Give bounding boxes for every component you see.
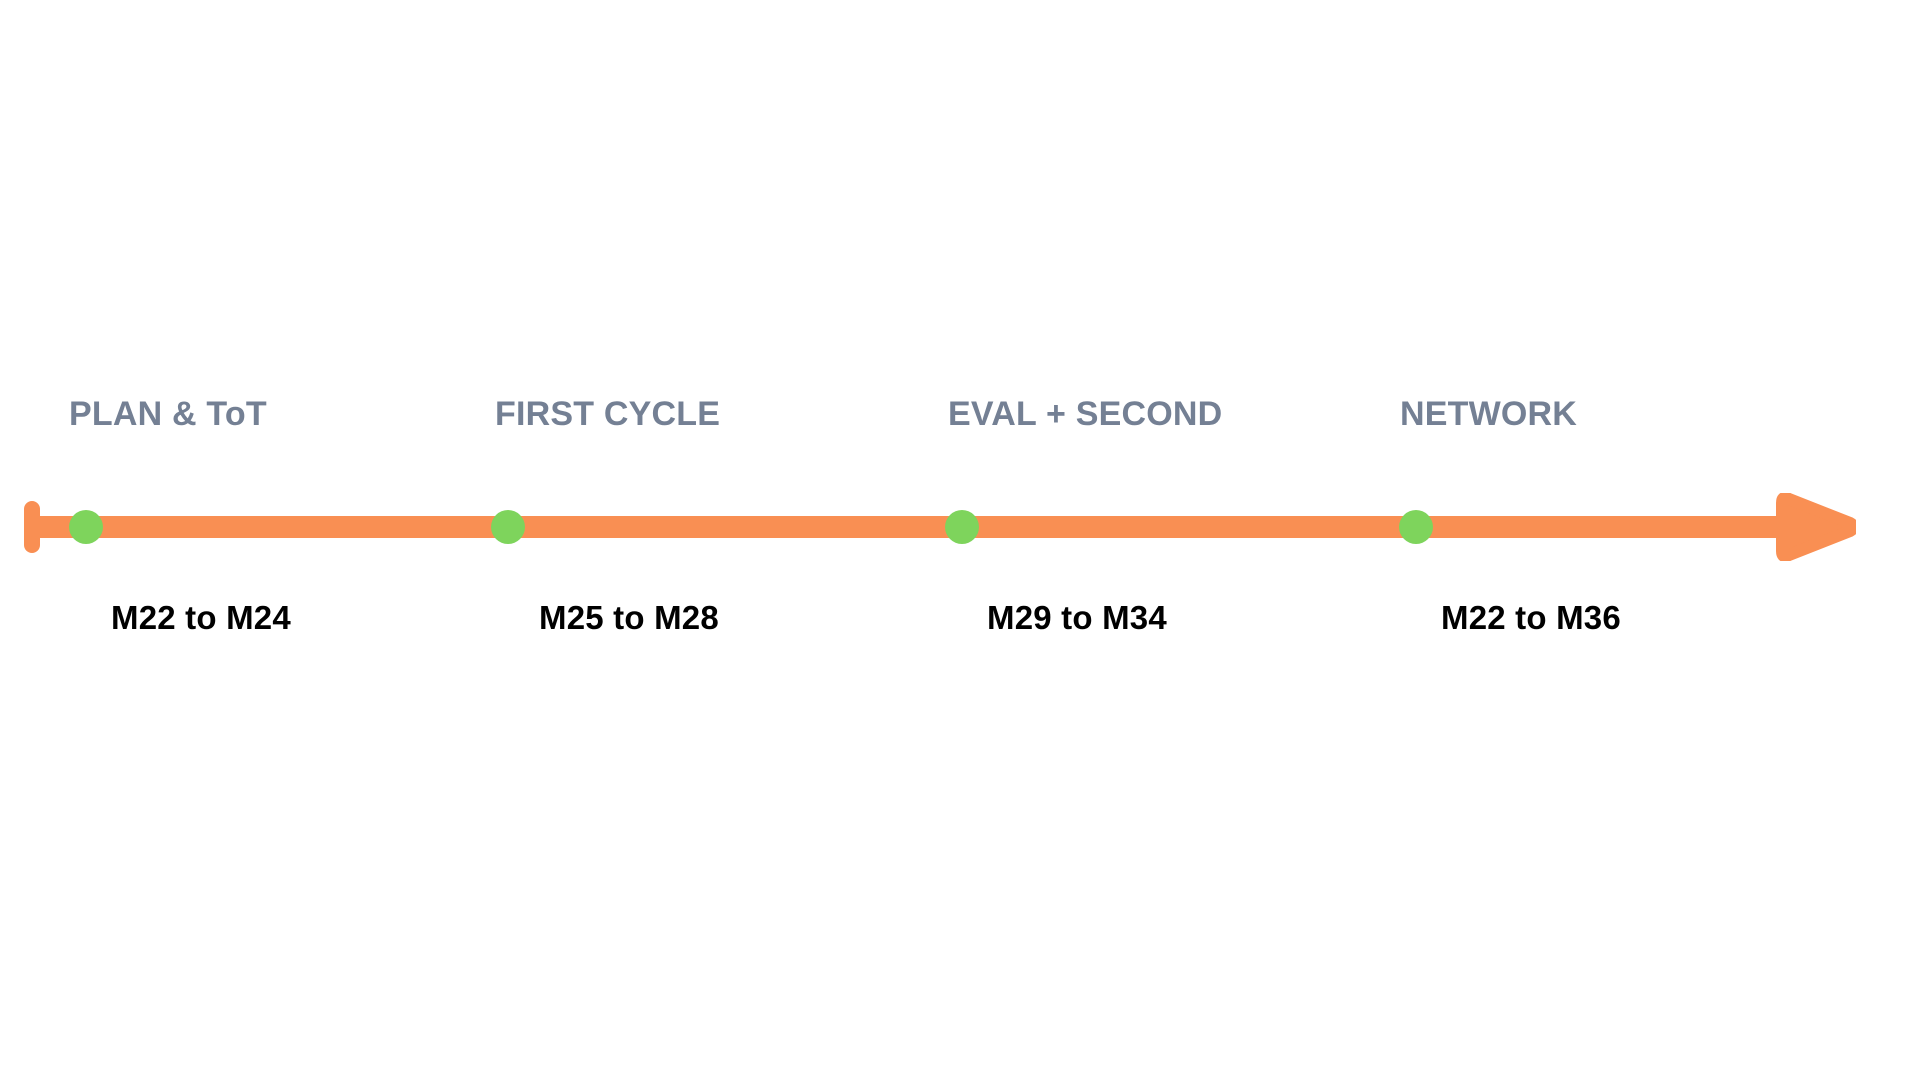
milestone-3-title: EVAL + SECOND xyxy=(948,395,1223,433)
timeline-track xyxy=(32,516,1792,538)
milestone-dot-icon[interactable] xyxy=(69,510,103,544)
milestone-4-title: NETWORK xyxy=(1400,395,1578,433)
milestone-2-title: FIRST CYCLE xyxy=(495,395,721,433)
milestone-dot-icon[interactable] xyxy=(1399,510,1433,544)
milestone-1-title: PLAN & ToT xyxy=(69,395,267,433)
milestone-3-period: M29 to M34 xyxy=(987,599,1167,636)
right-arrow-icon xyxy=(1770,493,1856,561)
milestone-4-period: M22 to M36 xyxy=(1441,599,1621,636)
milestone-dot-icon[interactable] xyxy=(945,510,979,544)
milestone-1-period: M22 to M24 xyxy=(111,599,291,636)
milestone-2-period: M25 to M28 xyxy=(539,599,719,636)
milestone-dot-icon[interactable] xyxy=(491,510,525,544)
